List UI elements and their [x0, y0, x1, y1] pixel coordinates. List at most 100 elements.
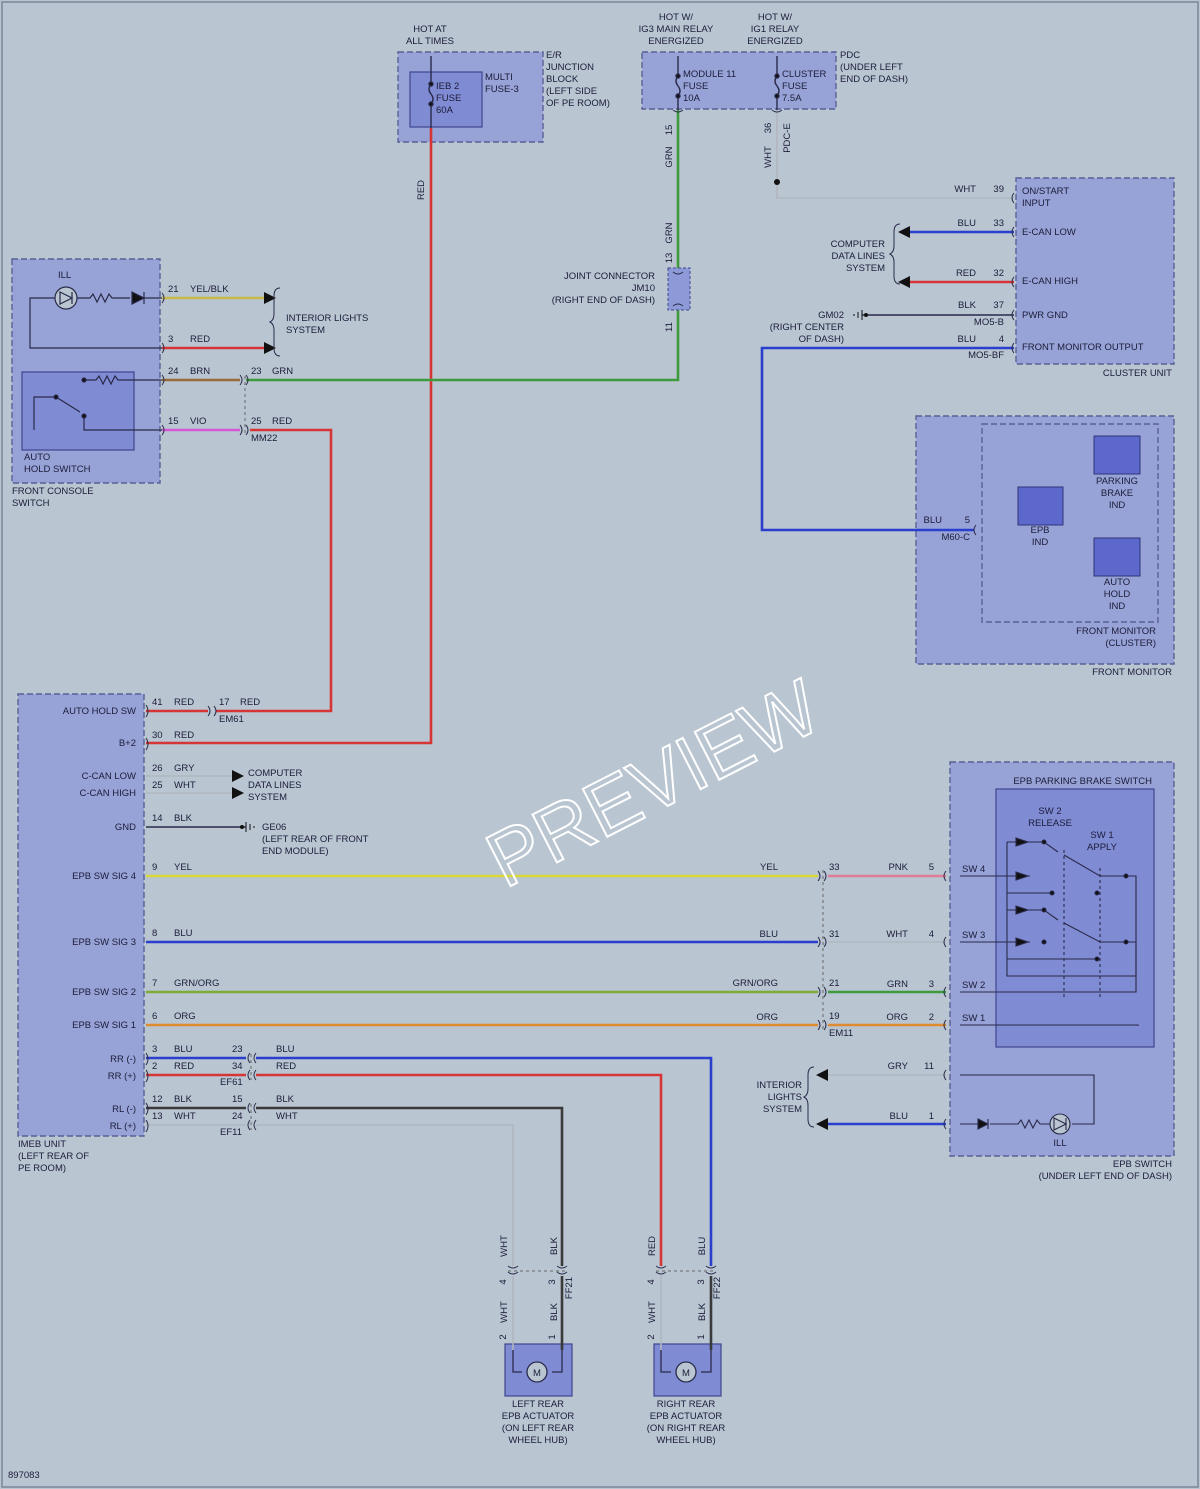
- label-actuators-m: M: [533, 1368, 541, 1379]
- label-imeb-c15: BLK: [276, 1094, 295, 1105]
- joint-connector-jm10: [667, 267, 691, 311]
- connector-chevrons: [145, 109, 1015, 1275]
- ill-lamp-icon: [29, 286, 162, 349]
- label-power-wht: WHT: [763, 146, 774, 168]
- watermark-text: PREVIEW: [473, 662, 834, 904]
- label-em11-p4: 4: [929, 929, 934, 940]
- label-epb_switch-p11: 11: [924, 1061, 934, 1072]
- label-front_console-c3: RED: [190, 334, 210, 345]
- label-front_monitor-p5: 5: [965, 515, 970, 526]
- label-power-pdc_conn: PDC-E: [782, 123, 793, 153]
- label-cluster-p4: 4: [999, 334, 1004, 345]
- label-epb_switch-title: EPB PARKING BRAKE SWITCH: [1013, 776, 1152, 787]
- ground-ge06-icon: [240, 822, 255, 832]
- label-cluster-blu: BLU: [958, 218, 977, 229]
- label-cluster-p32: 32: [993, 268, 1004, 279]
- label-actuators-l_blk: BLK: [549, 1236, 560, 1255]
- system-braces: [268, 223, 901, 1128]
- label-actuators-l_p4: 4: [498, 1279, 509, 1284]
- label-imeb-c24: WHT: [276, 1111, 298, 1122]
- label-actuators-r_blk: BLK: [697, 1302, 708, 1321]
- label-front_console-c24: BRN: [190, 366, 210, 377]
- label-power-red: RED: [416, 180, 427, 200]
- label-actuators-l_wht: WHT: [499, 1235, 510, 1257]
- label-imeb-rlp: RL (+): [110, 1121, 136, 1132]
- joint-chevrons: [672, 271, 684, 307]
- label-em11-grnorg: GRN/ORG: [733, 978, 778, 989]
- label-cluster-name: CLUSTER UNIT: [1103, 368, 1172, 379]
- label-em11-p3: 3: [929, 979, 934, 990]
- label-imeb-c12: BLK: [174, 1094, 193, 1105]
- cluster-unit-box: [1015, 177, 1175, 365]
- fuse-symbols: [428, 56, 780, 128]
- label-imeb-autohold: AUTO HOLD SW: [63, 706, 136, 717]
- label-epb_switch-s1: SW 1: [962, 1013, 985, 1024]
- label-cluster-blk: BLK: [958, 300, 977, 311]
- label-front_console-p23: 23: [251, 366, 262, 377]
- label-em11-org: ORG: [756, 1012, 778, 1023]
- label-em11-grn: GRN: [887, 979, 908, 990]
- label-front_console-ill: ILL: [58, 270, 71, 281]
- label-front_monitor-name: FRONT MONITOR: [1092, 667, 1172, 678]
- splice-dot: [774, 179, 780, 185]
- label-front_console-c25: RED: [272, 416, 292, 427]
- label-front_console-c15: VIO: [190, 416, 206, 427]
- label-cluster-mo5bf: MO5-BF: [968, 350, 1004, 361]
- label-imeb-p24: 24: [232, 1111, 243, 1122]
- auto-hold-switch-icon: [33, 374, 162, 431]
- label-imeb-gnd: GND: [115, 822, 136, 833]
- label-imeb-canlow: C-CAN LOW: [82, 771, 136, 782]
- label-actuators-r_p2: 2: [646, 1334, 657, 1339]
- wire-wht-onstart: [776, 110, 1014, 199]
- label-imeb-sig3: EPB SW SIG 3: [72, 937, 136, 948]
- label-cluster-p33: 33: [993, 218, 1004, 229]
- label-imeb-p17: 17: [219, 697, 230, 708]
- label-imeb-p13: 13: [152, 1111, 163, 1122]
- label-actuators-l_wht: WHT: [499, 1301, 510, 1323]
- label-imeb-c3: BLU: [174, 1044, 193, 1055]
- label-imeb-c34: RED: [276, 1061, 296, 1072]
- label-imeb-p14: 14: [152, 813, 163, 824]
- label-actuators-r_red: RED: [647, 1236, 658, 1256]
- label-front_monitor-blu: BLU: [924, 515, 943, 526]
- label-actuators-l_p2: 2: [498, 1334, 509, 1339]
- label-power-wht_pin: 36: [763, 123, 774, 134]
- label-imeb-rrp: RR (+): [108, 1071, 136, 1082]
- label-actuators-r_p3: 3: [696, 1279, 707, 1284]
- label-joint-pin_bot: 11: [664, 322, 675, 332]
- label-imeb-rrm: RR (-): [110, 1054, 136, 1065]
- label-imeb-c41: RED: [174, 697, 194, 708]
- label-imeb-sig2: EPB SW SIG 2: [72, 987, 136, 998]
- label-cluster-blu2: BLU: [958, 334, 977, 345]
- label-actuators-l_blk: BLK: [549, 1302, 560, 1321]
- label-imeb-canhigh: C-CAN HIGH: [80, 788, 137, 799]
- label-imeb-c13: WHT: [174, 1111, 196, 1122]
- label-cluster-pwrgnd: PWR GND: [1022, 310, 1068, 321]
- label-imeb-p8: 8: [152, 928, 157, 939]
- wire-red-34: [256, 1073, 663, 1266]
- label-imeb-c9: YEL: [174, 862, 192, 873]
- label-imeb-sig4: EPB SW SIG 4: [72, 871, 136, 882]
- label-imeb-c8: BLU: [174, 928, 193, 939]
- label-actuators-r_blu: BLU: [697, 1237, 708, 1256]
- label-epb_switch-s4: SW 4: [962, 864, 985, 875]
- wire-b2-red: [146, 128, 433, 745]
- label-imeb-c26: GRY: [174, 763, 195, 774]
- label-em11-pnk: PNK: [888, 862, 908, 873]
